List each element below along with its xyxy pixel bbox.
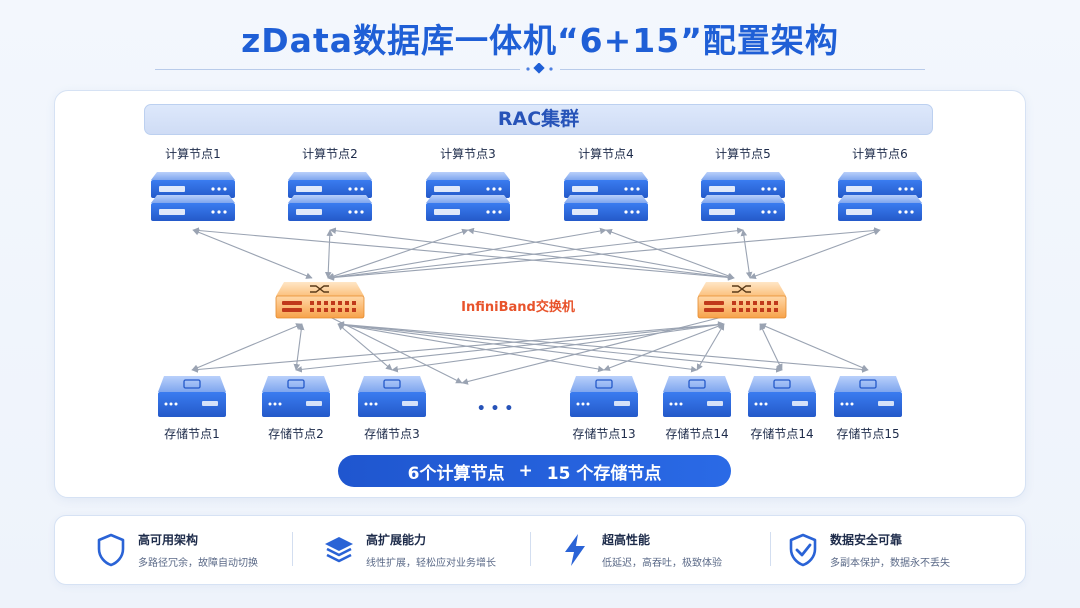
link-line: [324, 229, 334, 279]
rac-cluster-bar: RAC集群: [144, 104, 933, 135]
feature-title: 超高性能: [602, 533, 651, 547]
link-line: [337, 321, 783, 373]
infiniband-switch-1: [275, 282, 365, 319]
link-line: [759, 323, 783, 371]
link-line: [327, 228, 469, 280]
link-line: [749, 228, 881, 280]
feature-desc: 多副本保护，数据永不丢失: [830, 558, 950, 569]
compute-node-label: 计算节点6: [852, 146, 908, 161]
summary-pill: 6个计算节点 + 15 个存储节点: [338, 455, 731, 487]
storage-server-4: 存储节点13: [570, 376, 638, 441]
storage-node-label: 存储节点1: [164, 426, 220, 441]
feature-panel: [54, 515, 1026, 585]
compute-nodes: 计算节点1 计算节点2 计算节点3 计算节点4 计算节点5 计算节点6: [151, 146, 922, 221]
storage-ellipsis: • • •: [477, 401, 514, 417]
compute-node-label: 计算节点2: [302, 146, 358, 161]
shuffle-icon: [732, 285, 751, 293]
shield-check-icon: [789, 533, 817, 567]
storage-server-1: 存储节点1: [158, 376, 226, 441]
compute-node-label: 计算节点4: [578, 146, 634, 161]
compute-server-4: 计算节点4: [564, 146, 648, 221]
compute-server-3: 计算节点3: [426, 146, 510, 221]
storage-server-6: 存储节点14: [748, 376, 816, 441]
storage-server-7: 存储节点15: [834, 376, 902, 441]
title-rule-left: [155, 69, 520, 70]
page-title: zData数据库一体机“6+15”配置架构: [241, 21, 839, 60]
feature-title: 数据安全可靠: [830, 533, 903, 547]
infiniband-switches: [275, 282, 787, 319]
shield-icon: [97, 533, 125, 567]
architecture-panel: [54, 90, 1026, 498]
feature-data-security: 数据安全可靠 多副本保护，数据永不丢失: [784, 515, 950, 585]
feature-desc: 低延迟，高吞吐，极致体验: [602, 558, 722, 569]
storage-server-5: 存储节点14: [663, 376, 731, 441]
compute-node-label: 计算节点1: [165, 146, 221, 161]
storage-node-label: 存储节点15: [836, 426, 899, 441]
feature-desc: 线性扩展，轻松应对业务增长: [366, 558, 496, 569]
summary-plus: +: [518, 461, 533, 481]
lightning-icon: [565, 534, 585, 566]
feature-performance: 超高性能 低延迟，高吞吐，极致体验: [556, 515, 722, 585]
link-line: [192, 227, 735, 281]
compute-node-label: 计算节点5: [715, 146, 771, 161]
link-line: [192, 229, 313, 279]
summary-storage: 15 个存储节点: [546, 463, 662, 484]
compute-server-1: 计算节点1: [151, 146, 235, 221]
title-rule-right: [560, 69, 925, 70]
compute-server-2: 计算节点2: [288, 146, 372, 221]
feature-divider: [292, 532, 293, 566]
storage-server-3: 存储节点3: [358, 376, 426, 441]
feature-high-availability: 高可用架构 多路径冗余，故障自动切换: [92, 515, 258, 585]
storage-node-label: 存储节点13: [572, 426, 635, 441]
connection-links: [191, 227, 881, 385]
feature-title: 高扩展能力: [366, 533, 427, 547]
feature-divider: [770, 532, 771, 566]
compute-server-5: 计算节点5: [701, 146, 785, 221]
link-line: [740, 229, 753, 279]
feature-divider: [530, 532, 531, 566]
infiniband-switch-2: [697, 282, 787, 319]
feature-desc: 多路径冗余，故障自动切换: [138, 558, 258, 569]
link-line: [295, 321, 725, 373]
link-line: [327, 227, 607, 281]
feature-title: 高可用架构: [138, 533, 199, 547]
storage-server-2: 存储节点2: [262, 376, 330, 441]
shuffle-icon: [310, 285, 329, 293]
switch-label: InfiniBand交换机: [461, 299, 575, 315]
storage-nodes: 存储节点1 存储节点2 存储节点3 存储节点13 存储节点14 存储节点14 存储节点15: [158, 376, 902, 441]
link-line: [461, 310, 743, 385]
link-line: [327, 227, 881, 281]
link-line: [191, 323, 303, 371]
storage-node-label: 存储节点14: [750, 426, 813, 441]
link-line: [293, 323, 305, 371]
storage-node-label: 存储节点2: [268, 426, 324, 441]
layers-icon: [325, 537, 353, 563]
link-line: [759, 323, 869, 371]
storage-node-label: 存储节点3: [364, 426, 420, 441]
summary-compute: 6个计算节点: [407, 463, 505, 484]
title-divider-ornament: [526, 63, 553, 74]
feature-scalability: 高扩展能力 线性扩展，轻松应对业务增长: [320, 515, 496, 585]
compute-server-6: 计算节点6: [838, 146, 922, 221]
compute-node-label: 计算节点3: [440, 146, 496, 161]
storage-node-label: 存储节点14: [665, 426, 728, 441]
link-line: [319, 311, 463, 384]
